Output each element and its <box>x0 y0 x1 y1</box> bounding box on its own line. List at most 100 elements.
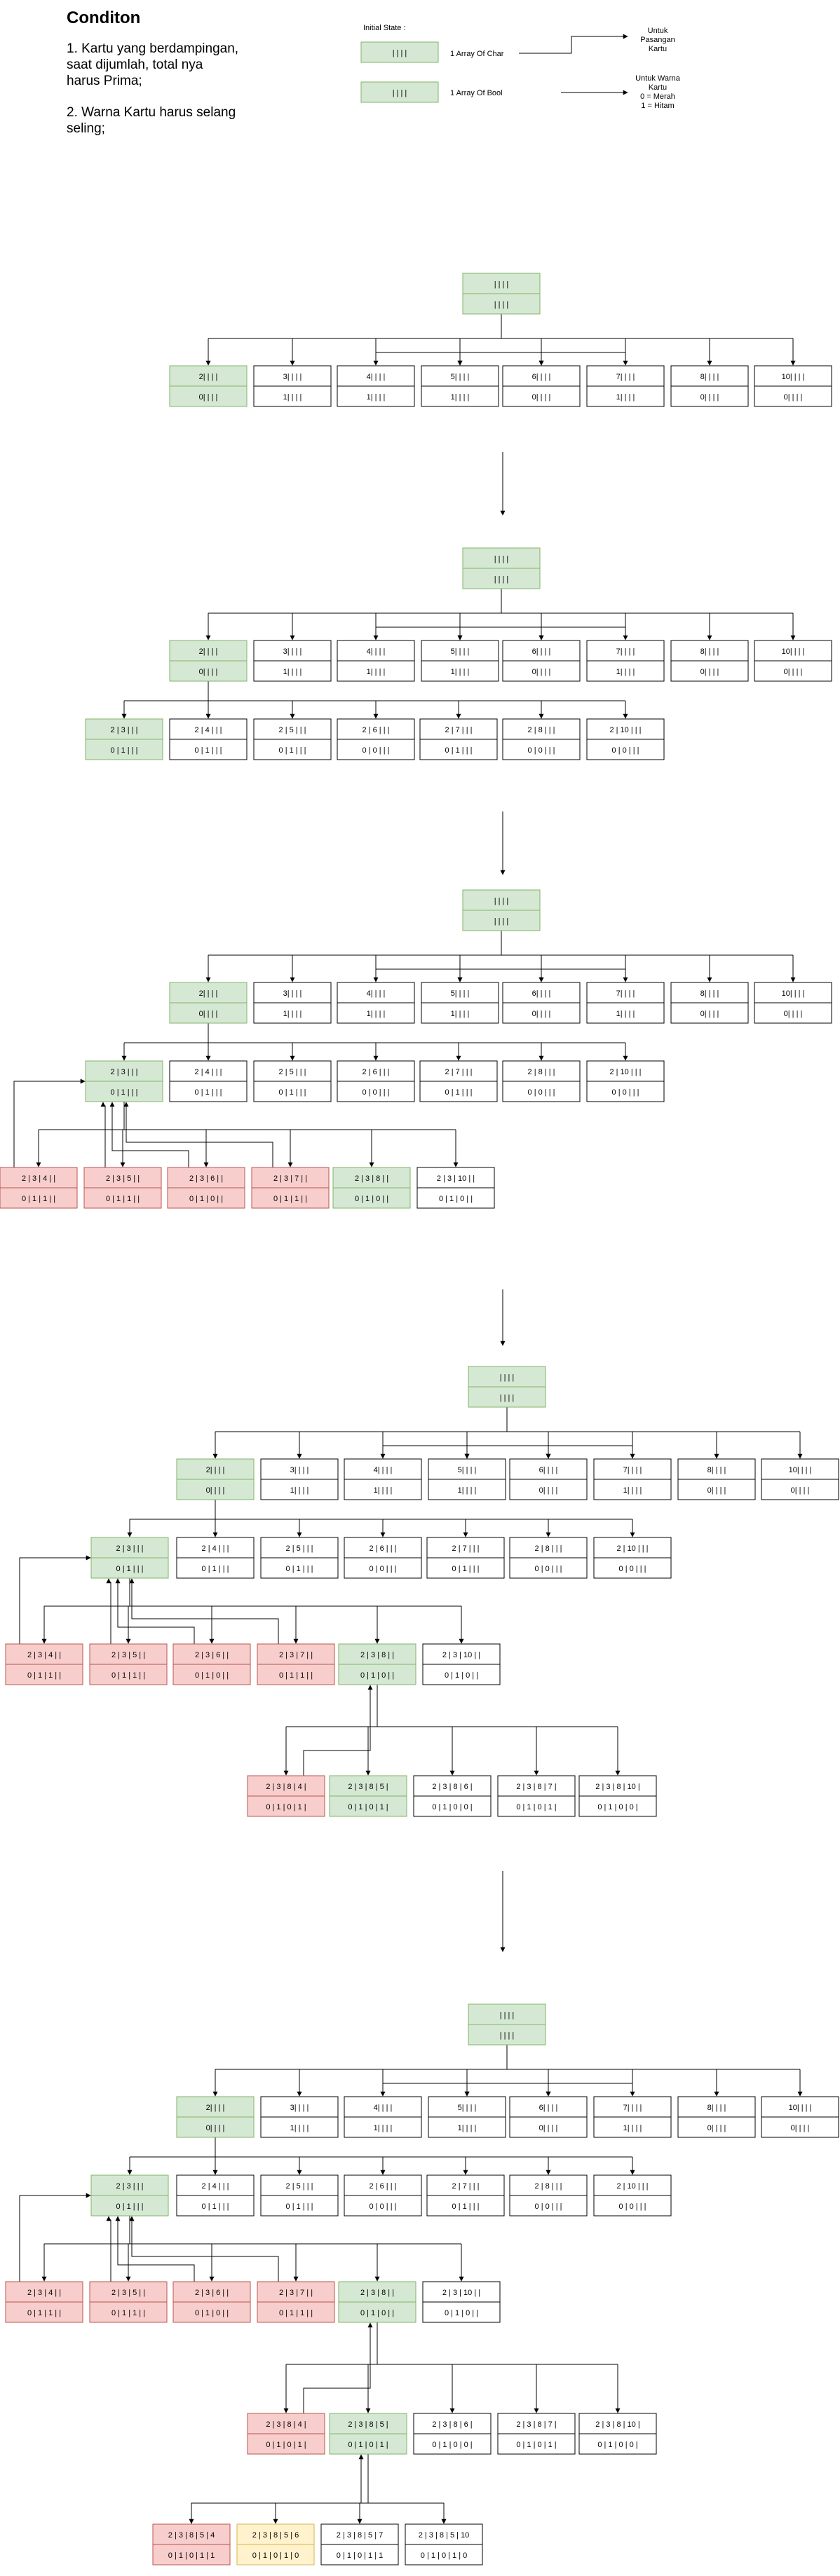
stage-4-level1-node-2-bottom-cell <box>344 1479 422 1500</box>
stage-3-level1-node-6-bool-array: 0| | | | <box>700 1010 719 1018</box>
stage-5-level2-node-2-char-array: 2 | 5 | | | <box>286 2182 313 2191</box>
stage-3-level2-node-3-top-cell <box>337 1060 415 1082</box>
stage-5-level1-node-4-top-cell <box>509 2096 588 2118</box>
stage-3-level1-node-2-char-array: 4| | | | <box>367 989 386 998</box>
stage-5-level3-node-1-bottom-cell <box>89 2301 168 2323</box>
stage-3-level1-node-0-bottom-cell <box>169 1002 248 1024</box>
stage-5-level1-node-4-char-array: 6| | | | <box>539 2104 558 2112</box>
stage-4-level1-node-3-bottom-cell <box>428 1479 506 1500</box>
stage-3-level1-node-3-bottom-cell <box>421 1002 499 1024</box>
stage-5-level4-node-4-char-array: 2 | 3 | 8 | 10 | <box>595 2420 639 2429</box>
stage-2-level2-node-4-bool-array: 0 | 1 | | | <box>445 746 473 755</box>
stage-4-level4-node-3-top-cell <box>497 1775 576 1797</box>
stage-5-level2-node-1: 2 | 4 | | |0 | 1 | | | <box>176 2174 255 2217</box>
stage-4-level3-node-1-bool-array: 0 | 1 | 1 | | <box>111 1671 145 1680</box>
stage-3-level2-node-3-char-array: 2 | 6 | | | <box>363 1068 390 1076</box>
stage-5-level2-node-1-bool-array: 0 | 1 | | | <box>202 2202 229 2211</box>
stage-5-level3-node-4-top-cell <box>338 2281 416 2303</box>
stage-4-level4-node-0-bool-array: 0 | 1 | 0 | 1 | <box>266 1803 306 1811</box>
stage-5-level5-node-2-top-cell <box>320 2523 399 2545</box>
stage-5-level4-node-1-top-cell <box>329 2413 407 2434</box>
stage-1-level1-node-3-char-array: 5| | | | <box>451 373 470 381</box>
stage-5-level5-node-0: 2 | 3 | 8 | 5 | 4 0 | 1 | 0 | 1 | 1 <box>152 2523 231 2565</box>
stage-2-root-node-bool-array: | | | | <box>494 575 509 584</box>
stage-4-level2-node-2-top-cell <box>260 1537 339 1558</box>
char-note-line: Kartu <box>648 45 668 53</box>
stage-5-level2-node-5-bottom-cell <box>509 2195 588 2217</box>
bool-note-line: Untuk Warna <box>635 74 680 83</box>
char-note-line: Untuk <box>647 27 668 35</box>
stage-5-level1-node-5-bool-array: 1| | | | <box>623 2124 642 2132</box>
stage-3-root-node-char-array: | | | | <box>494 897 509 905</box>
stage-5-level1-node-1-char-array: 3| | | | <box>290 2104 309 2112</box>
stage-4-level3-node-4-bottom-cell <box>338 1664 416 1685</box>
stage-4-level1-node-5: 7| | | |1| | | | <box>593 1458 672 1500</box>
stage-3-level1-node-6-char-array: 8| | | | <box>700 989 719 998</box>
stage-2-level2-node-4-bottom-cell <box>419 739 498 760</box>
stage-4-level1-node-7: 10| | | |0| | | | <box>761 1458 839 1500</box>
stage-2-level1-node-5-bottom-cell <box>586 660 665 682</box>
stage-5-level4-node-0-top-cell <box>247 2413 325 2434</box>
stage-5-level5-node-2: 2 | 3 | 8 | 5 | 70 | 1 | 0 | 1 | 1 <box>320 2523 399 2565</box>
stage-3-level1-node-5-top-cell <box>586 982 665 1003</box>
stage-5-level2-node-5-char-array: 2 | 8 | | | <box>535 2182 562 2191</box>
stage-1-level1-node-0: 2| | | |0| | | | <box>169 365 248 407</box>
stage-5-level5-node-0-char-array: 2 | 3 | 8 | 5 | 4 <box>168 2531 215 2540</box>
stage-4-level2-node-6-bottom-cell <box>593 1557 672 1579</box>
stage-5-level4-node-0-bool-array: 0 | 1 | 0 | 1 | <box>266 2441 306 2449</box>
stage-1-level1-node-5: 7| | | |1| | | | <box>586 365 665 407</box>
stage-5-level4-node-3-top-cell <box>497 2413 576 2434</box>
stage-2-level1-node-1-bottom-cell <box>253 660 332 682</box>
stage-5-level1-node-5-char-array: 7| | | | <box>623 2104 642 2112</box>
stage-3-level2-node-6-bool-array: 0 | 0 | | | <box>612 1088 639 1097</box>
stage-5-level1-node-4: 6| | | |0| | | | <box>509 2096 588 2138</box>
stage-3-level1-node-7: 10| | | |0| | | | <box>754 982 832 1024</box>
stage-4-level3-node-1-char-array: 2 | 3 | 5 | | <box>111 1651 145 1659</box>
stage-5-level1-node-4-bottom-cell <box>509 2116 588 2138</box>
stage-2-level2-node-3-char-array: 2 | 6 | | | <box>363 726 390 734</box>
stage-2-level2-node-0-top-cell <box>85 718 163 740</box>
stage-5-backtrack-arrow-2 <box>115 2216 195 2282</box>
legend-char-array-box: | | | | <box>360 41 439 63</box>
stage-3-level1-node-2: 4| | | |1| | | | <box>337 982 415 1024</box>
stage-2-level2-node-1-bool-array: 0 | 1 | | | <box>195 746 222 755</box>
stage-4-backtrack-arrow-4 <box>303 1685 373 1776</box>
stage-3-level1-node-2-top-cell <box>337 982 415 1003</box>
stage-3-level3-node-5-char-array: 2 | 3 | 10 | | <box>437 1174 475 1183</box>
stage-3-level3-node-5: 2 | 3 | 10 | |0 | 1 | 0 | | <box>416 1167 495 1209</box>
stage-5-level2-node-4-bottom-cell <box>426 2195 505 2217</box>
stage-4-root-node-char-array: | | | | <box>500 1373 515 1382</box>
stage-2-level1-node-4-char-array: 6| | | | <box>532 648 551 656</box>
stage-5-level2-node-2-bottom-cell <box>260 2195 339 2217</box>
stage-3-level3-node-5-bottom-cell <box>416 1187 495 1209</box>
stage-1-level1-node-0-char-array: 2| | | | <box>199 373 218 381</box>
stage-3-level2-node-4-bool-array: 0 | 1 | | | <box>445 1088 473 1097</box>
stage-2-level2-node-1-char-array: 2 | 4 | | | <box>195 726 222 734</box>
stage-4-level3-node-4-char-array: 2 | 3 | 8 | | <box>360 1651 394 1659</box>
stage-3-backtrack-arrow-3 <box>123 1102 273 1167</box>
stage-2-level1-node-7-bool-array: 0| | | | <box>784 668 803 676</box>
stage-3-level3-node-0-top-cell <box>0 1167 78 1188</box>
stage-5-root-node: | | | || | | | <box>468 2003 546 2046</box>
stage-3-level3-node-2-bool-array: 0 | 1 | 0 | | <box>189 1195 223 1203</box>
stage-4-level1-node-6-bool-array: 0| | | | <box>707 1486 726 1495</box>
stage-5-level4-node-2-top-cell <box>413 2413 492 2434</box>
stage-3-level3-node-4-bottom-cell <box>332 1187 411 1209</box>
stage-1-level1-node-1-top-cell <box>253 365 332 387</box>
stage-4-level4-node-3: 2 | 3 | 8 | 7 |0 | 1 | 0 | 1 | <box>497 1775 576 1817</box>
stage-2-level1-node-5-top-cell <box>586 640 665 662</box>
stage-5-level5-node-0-bottom-cell <box>152 2544 231 2565</box>
stage-3-level3-node-2-char-array: 2 | 3 | 6 | | <box>189 1174 223 1183</box>
stage-3-level2-node-4: 2 | 7 | | |0 | 1 | | | <box>419 1060 498 1102</box>
stage-4-level4-node-4: 2 | 3 | 8 | 10 |0 | 1 | 0 | 0 | <box>578 1775 657 1817</box>
stage-5-level4-node-2-bool-array: 0 | 1 | 0 | 0 | <box>432 2441 472 2449</box>
stage-4-level2-node-3-top-cell <box>344 1537 422 1558</box>
stage-3-level2-node-2-bottom-cell <box>253 1081 332 1102</box>
stage-3-root-node-bottom-cell <box>462 910 541 931</box>
stage-3-level3-node-2-top-cell <box>167 1167 245 1188</box>
stage-5-level4-node-0-char-array: 2 | 3 | 8 | 4 | <box>266 2420 306 2429</box>
stage-5-level1-node-5-bottom-cell <box>593 2116 672 2138</box>
stage-4-level2-node-3-char-array: 2 | 6 | | | <box>370 1544 397 1553</box>
stage-5-level5-node-0-bool-array: 0 | 1 | 0 | 1 | 1 <box>168 2551 215 2560</box>
